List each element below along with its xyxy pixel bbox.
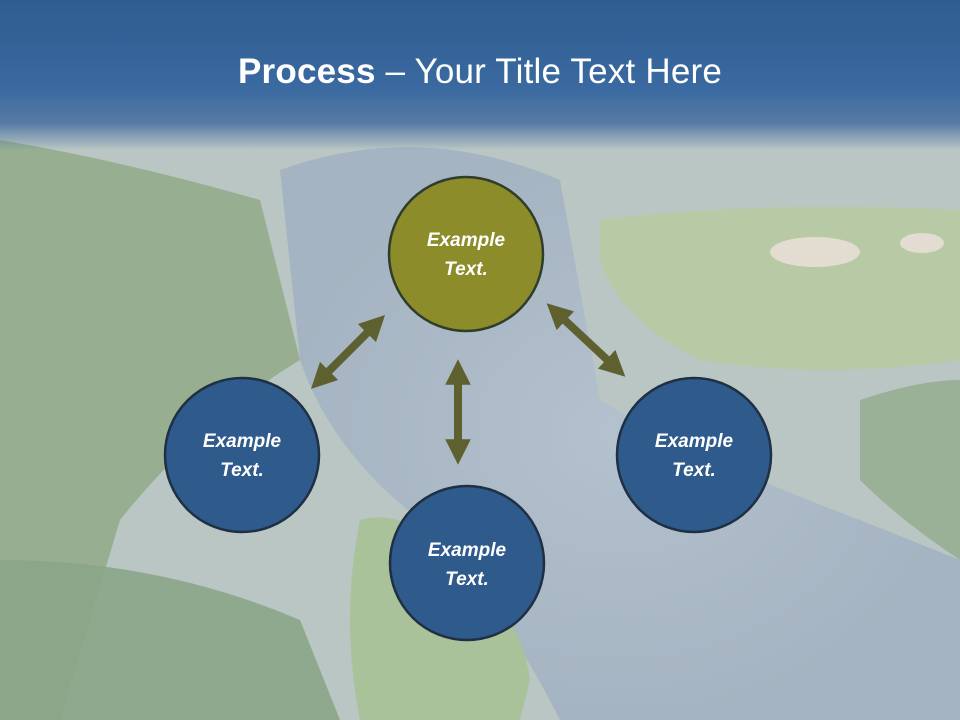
node-left: Example Text. (163, 376, 321, 534)
node-text-line1: Example (427, 230, 506, 251)
node-circle (163, 376, 321, 534)
node-text-line2: Text. (220, 460, 264, 481)
node-circle (387, 175, 545, 333)
node-bottom: Example Text. (388, 484, 546, 642)
title-bar (0, 0, 960, 150)
title-rest: Your Title Text Here (414, 52, 722, 91)
slide-title: Process – Your Title Text Here (0, 52, 960, 92)
arrow-top-right (546, 303, 626, 377)
node-circle (615, 376, 773, 534)
node-right: Example Text. (615, 376, 773, 534)
node-text-line1: Example (203, 431, 282, 452)
arrow-top-left (310, 314, 386, 390)
node-text-line1: Example (655, 431, 734, 452)
node-text-line2: Text. (672, 460, 716, 481)
node-text-line1: Example (428, 540, 507, 561)
node-top: Example Text. (387, 175, 545, 333)
node-circle (388, 484, 546, 642)
title-separator: – (375, 52, 415, 91)
title-bold: Process (238, 52, 376, 91)
node-text-line2: Text. (445, 569, 489, 590)
node-text-line2: Text. (444, 259, 488, 280)
